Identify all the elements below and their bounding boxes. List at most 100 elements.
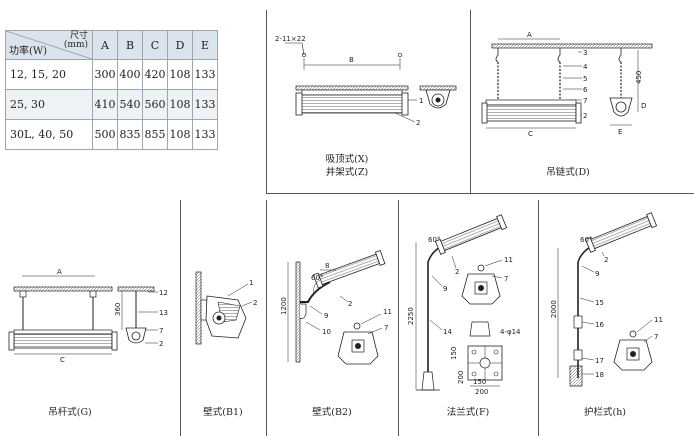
rod-mount-drawing: A C 360 12 13 7 2 xyxy=(8,268,168,364)
value-cell: 300 xyxy=(92,59,118,90)
ceiling-callout-1: 1 xyxy=(419,97,423,105)
guardrail-mount-drawing: 2000 60° 2 9 15 16 17 18 11 7 xyxy=(550,212,663,387)
b1-callout-2: 2 xyxy=(253,299,257,307)
flange-dim-150-v: 150 xyxy=(450,347,458,360)
guard-callout-9: 9 xyxy=(595,270,599,278)
divider-flange-left xyxy=(398,200,399,436)
guard-callout-18: 18 xyxy=(595,371,604,379)
corner-power-label: 功率(W) xyxy=(9,46,48,57)
caption-ceiling: 吸顶式(X) xyxy=(326,153,369,165)
col-header-c: C xyxy=(142,30,168,60)
divider-b1-left xyxy=(180,200,181,436)
rod-callout-13: 13 xyxy=(159,309,168,317)
value-cell: 410 xyxy=(92,89,118,120)
b2-height-label: 1200 xyxy=(280,297,288,315)
caption-wall-b2: 壁式(B2) xyxy=(312,406,351,418)
flange-dim-200-h: 200 xyxy=(475,388,488,396)
table-row: 30L, 40, 50 500 835 855 108 133 xyxy=(5,119,218,150)
guard-callout-7: 7 xyxy=(654,333,658,341)
ceiling-callout-2: 2 xyxy=(416,119,420,127)
b2-callout-7: 7 xyxy=(384,324,388,332)
b2-angle-label: 60° xyxy=(311,274,323,282)
b2-callout-2: 2 xyxy=(348,300,352,308)
flange-dim-150-h: 150 xyxy=(473,378,486,386)
chain-callout-6: 6 xyxy=(583,86,588,94)
flange-mount-drawing: 2250 60° 2 9 14 11 7 4-φ14 xyxy=(407,214,521,396)
rod-callout-12: 12 xyxy=(159,289,168,297)
flange-callout-9: 9 xyxy=(443,285,447,293)
table-row: 12, 15, 20 300 400 420 108 133 xyxy=(5,59,218,90)
flange-height-label: 2250 xyxy=(407,307,415,325)
guard-angle-label: 60° xyxy=(580,236,592,244)
chain-a-label: A xyxy=(527,31,532,39)
divider-b2-left xyxy=(266,200,267,436)
value-cell: 540 xyxy=(117,89,143,120)
value-cell: 133 xyxy=(192,119,218,150)
col-header-b: B xyxy=(117,30,143,60)
corner-unit-label: 尺寸 (mm) xyxy=(63,31,88,50)
rod-a-label: A xyxy=(57,268,62,276)
caption-chain: 吊链式(D) xyxy=(546,166,590,178)
guard-callout-2: 2 xyxy=(604,256,608,264)
value-cell: 560 xyxy=(142,89,168,120)
guard-callout-16: 16 xyxy=(595,321,604,329)
chain-callout-2: 2 xyxy=(583,112,587,120)
chain-e-label: E xyxy=(618,128,622,136)
b1-callout-1: 1 xyxy=(249,279,253,287)
wall-b2-drawing: 1200 60° 8 2 9 10 11 7 xyxy=(280,249,392,365)
divider-ceiling-left xyxy=(266,10,267,193)
chain-c-label: C xyxy=(528,130,533,138)
caption-flange: 法兰式(F) xyxy=(447,406,490,418)
value-cell: 855 xyxy=(142,119,168,150)
col-header-d: D xyxy=(167,30,193,60)
divider-top-bottom xyxy=(266,193,694,194)
flange-holes-label: 4-φ14 xyxy=(500,328,521,336)
flange-callout-11: 11 xyxy=(504,256,513,264)
caption-wall-b1: 壁式(B1) xyxy=(203,406,242,418)
guard-callout-17: 17 xyxy=(595,357,604,365)
divider-guard-left xyxy=(538,200,539,436)
chain-callout-5: 5 xyxy=(583,75,587,83)
dimension-table: 尺寸 (mm) 功率(W) A B C D E 12, 15, 20 300 4… xyxy=(5,30,218,150)
rod-c-label: C xyxy=(60,356,65,364)
corner-diagonal xyxy=(6,31,92,59)
value-cell: 500 xyxy=(92,119,118,150)
ceiling-spec-label: 2-11×22 xyxy=(275,35,306,43)
b2-callout-11: 11 xyxy=(383,308,392,316)
value-cell: 420 xyxy=(142,59,168,90)
chain-callout-4: 4 xyxy=(583,63,588,71)
rod-height-label: 360 xyxy=(114,303,122,316)
table-corner-cell: 尺寸 (mm) 功率(W) xyxy=(5,30,93,60)
caption-rod: 吊杆式(G) xyxy=(48,406,92,418)
b2-callout-8: 8 xyxy=(325,262,329,270)
divider-chain-left xyxy=(470,10,471,193)
wall-b1-drawing: 1 2 xyxy=(195,271,257,345)
guard-callout-11: 11 xyxy=(654,316,663,324)
b2-callout-9: 9 xyxy=(324,312,328,320)
guard-height-label: 2000 xyxy=(550,300,558,318)
rod-callout-2: 2 xyxy=(159,340,163,348)
chain-d-label: D xyxy=(641,102,646,110)
guard-callout-15: 15 xyxy=(595,299,604,307)
caption-guardrail: 护栏式(h) xyxy=(584,406,626,418)
value-cell: 835 xyxy=(117,119,143,150)
ceiling-mount-drawing: 2-11×22 B 1 2 xyxy=(275,35,457,127)
power-cell: 30L, 40, 50 xyxy=(5,119,93,150)
chain-callout-7: 7 xyxy=(583,97,587,105)
flange-callout-14: 14 xyxy=(443,328,452,336)
flange-callout-7: 7 xyxy=(504,275,508,283)
flange-angle-label: 60° xyxy=(428,236,440,244)
chain-mount-drawing: A 3 4 5 6 7 2 C 450 D E xyxy=(481,31,653,138)
flange-dim-200-v: 200 xyxy=(457,371,465,384)
caption-ceiling-sub: 井架式(Z) xyxy=(326,166,369,178)
chain-height-label: 450 xyxy=(635,71,643,84)
value-cell: 133 xyxy=(192,59,218,90)
power-cell: 12, 15, 20 xyxy=(5,59,93,90)
table-header-row: 尺寸 (mm) 功率(W) A B C D E xyxy=(5,30,218,60)
rod-callout-7: 7 xyxy=(159,327,163,335)
chain-callout-3: 3 xyxy=(583,49,587,57)
b2-callout-10: 10 xyxy=(322,328,331,336)
flange-callout-2: 2 xyxy=(455,268,459,276)
ceiling-b-label: B xyxy=(349,56,354,64)
